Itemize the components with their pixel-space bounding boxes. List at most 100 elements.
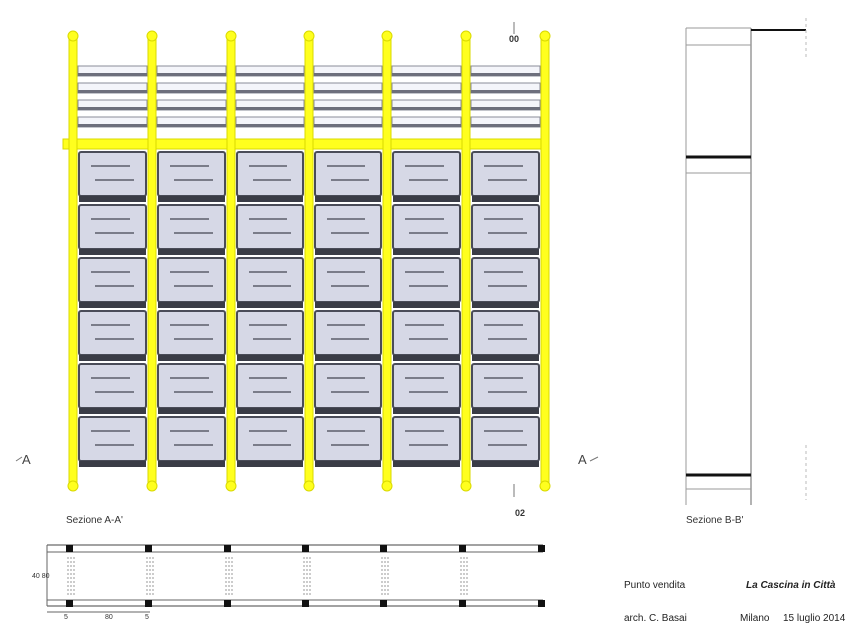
louver-slat-shadow	[392, 107, 461, 110]
louver-slat-shadow	[157, 90, 226, 93]
louver-slat-shadow	[392, 90, 461, 93]
shelf-board	[237, 408, 303, 414]
crate-panel	[471, 151, 540, 197]
crate-panel	[236, 257, 304, 303]
crate-panel	[471, 257, 540, 303]
shelf-board	[158, 355, 225, 361]
louver-slat-shadow	[392, 124, 461, 127]
shelf-board	[237, 355, 303, 361]
section-marker-right: A	[578, 452, 587, 467]
elevation-label-top: 00	[509, 34, 520, 44]
frame-post	[540, 35, 550, 487]
frame-post	[68, 35, 78, 487]
plan-post-top	[145, 545, 152, 552]
crate-panel	[236, 151, 304, 197]
shelf-board	[315, 196, 381, 202]
plan-strip	[46, 544, 545, 613]
crate-panel	[314, 416, 382, 462]
louver-slat-shadow	[157, 73, 226, 76]
caption-section-bb: Sezione B-B'	[686, 515, 744, 526]
crate-panel	[236, 416, 304, 462]
crate-panel	[157, 363, 226, 409]
crate-panel	[392, 204, 461, 250]
louver-slat-shadow	[157, 124, 226, 127]
crate-panel	[157, 257, 226, 303]
post-foot	[539, 480, 551, 492]
plan-post-top	[459, 545, 466, 552]
louver-slat-shadow	[471, 107, 540, 110]
louver-slat-shadow	[314, 107, 382, 110]
crate-panel	[78, 257, 147, 303]
title-author: arch. C. Basai	[624, 613, 687, 624]
crate-panel	[392, 363, 461, 409]
crate-panel	[392, 257, 461, 303]
louver-slat-shadow	[78, 73, 147, 76]
elevation-label-bottom: 02	[515, 508, 526, 518]
crate-panel	[471, 204, 540, 250]
crate-panel	[236, 363, 304, 409]
shelf-board	[315, 355, 381, 361]
crate-panel	[314, 363, 382, 409]
crate-panel	[314, 204, 382, 250]
plan-dimension-bay-second: 5	[145, 614, 149, 621]
shelf-board	[315, 461, 381, 467]
shelf-board	[472, 355, 539, 361]
plan-post-bottom	[66, 600, 73, 607]
plan-post-top	[224, 545, 231, 552]
post-foot	[146, 480, 158, 492]
section-arrow-left	[15, 456, 23, 462]
louver-slat-shadow	[157, 107, 226, 110]
shelf-board	[79, 461, 146, 467]
crate-panel	[314, 310, 382, 356]
crate-panel	[392, 310, 461, 356]
crate-panel	[236, 310, 304, 356]
louver-slat-shadow	[78, 90, 147, 93]
shelf-board	[79, 302, 146, 308]
shelf-board	[79, 408, 146, 414]
post-cap	[225, 30, 237, 42]
louver-slat-shadow	[78, 107, 147, 110]
plan-post-bottom	[538, 600, 545, 607]
plan-post-top	[302, 545, 309, 552]
shelf-board	[79, 196, 146, 202]
crate-panel	[78, 310, 147, 356]
plan-post-bottom	[302, 600, 309, 607]
plan-post-bottom	[380, 600, 387, 607]
title-city: Milano	[740, 613, 770, 624]
title-project-name: La Cascina in Città	[746, 580, 836, 591]
louver-slat-shadow	[314, 73, 382, 76]
shelf-board	[393, 196, 460, 202]
shelf-board	[393, 249, 460, 255]
louver-slat-shadow	[471, 73, 540, 76]
louver-slat-shadow	[236, 124, 304, 127]
plan-dimension-bay-span: 80	[105, 614, 113, 621]
crate-panel	[78, 204, 147, 250]
post-cap	[146, 30, 158, 42]
shelf-board	[315, 408, 381, 414]
crate-panel	[78, 416, 147, 462]
frame-post	[382, 35, 392, 487]
title-project-label: Punto vendita	[624, 580, 686, 591]
crate-panel	[157, 310, 226, 356]
louver-slat-shadow	[236, 90, 304, 93]
shelf-board	[393, 355, 460, 361]
shelf-board	[158, 461, 225, 467]
shelf-board	[158, 408, 225, 414]
shelf-board	[237, 302, 303, 308]
crate-panel	[392, 151, 461, 197]
section-arrow-right	[589, 456, 599, 462]
shelf-board	[237, 249, 303, 255]
crate-panel	[392, 416, 461, 462]
post-cap	[539, 30, 551, 42]
side-section-view	[685, 18, 807, 505]
post-foot	[460, 480, 472, 492]
shelf-board	[158, 302, 225, 308]
post-foot	[225, 480, 237, 492]
frame-post	[226, 35, 236, 487]
plan-post-bottom	[145, 600, 152, 607]
section-marker-left: A	[22, 452, 31, 467]
plan-dimension-bay-first: 5	[64, 614, 68, 621]
louver-slat-shadow	[471, 124, 540, 127]
shelf-board	[472, 249, 539, 255]
